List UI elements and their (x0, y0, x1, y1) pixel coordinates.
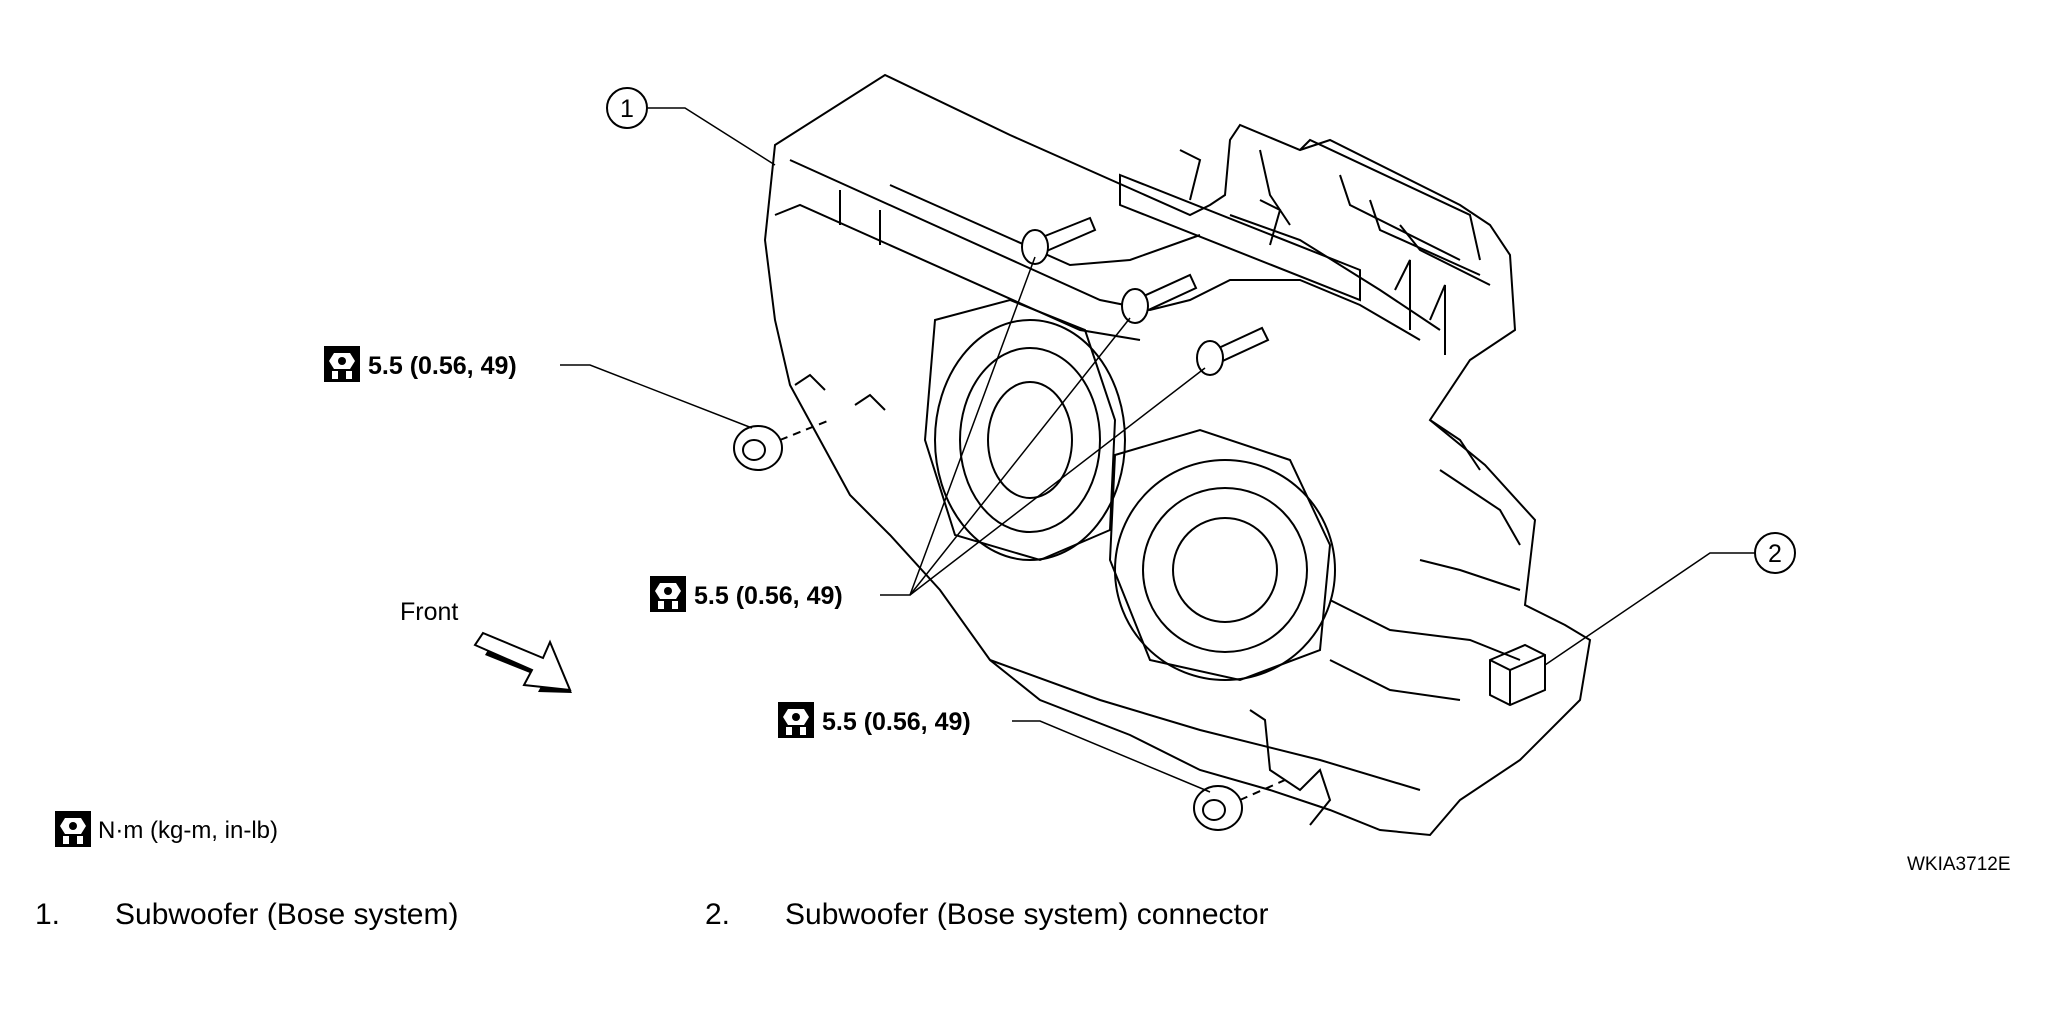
torque-wrench-icon (650, 576, 686, 612)
torque-label-nut-upper: 5.5 (0.56, 49) (368, 352, 517, 380)
nut-upper (733, 419, 831, 471)
parts-legend-number: 1. (35, 898, 61, 931)
subwoofer-housing (763, 73, 1592, 837)
torque-label-bolts: 5.5 (0.56, 49) (694, 582, 843, 610)
units-legend: N·m (kg-m, in-lb) (98, 817, 278, 844)
torque-label-nut-lower: 5.5 (0.56, 49) (822, 708, 971, 736)
parts-legend-name: Subwoofer (Bose system) connector (785, 898, 1269, 931)
torque-wrench-icon (778, 702, 814, 738)
bolt-middle (1121, 273, 1198, 324)
bolt-lower (1196, 326, 1270, 376)
front-label: Front (400, 598, 458, 626)
leader-lines (560, 107, 1755, 793)
callout-1-number: 1 (620, 95, 634, 123)
callout-2: 2 (1754, 532, 1796, 574)
nut-lower (1193, 779, 1286, 831)
bolt-upper (1021, 216, 1097, 265)
parts-legend-name: Subwoofer (Bose system) (115, 898, 459, 931)
torque-wrench-icon (55, 811, 91, 847)
callout-2-number: 2 (1768, 540, 1782, 568)
callout-1: 1 (606, 87, 648, 129)
parts-legend-number: 2. (705, 898, 731, 931)
front-arrow-icon (473, 631, 572, 693)
torque-wrench-icon (324, 346, 360, 382)
figure-code: WKIA3712E (1907, 854, 2011, 875)
